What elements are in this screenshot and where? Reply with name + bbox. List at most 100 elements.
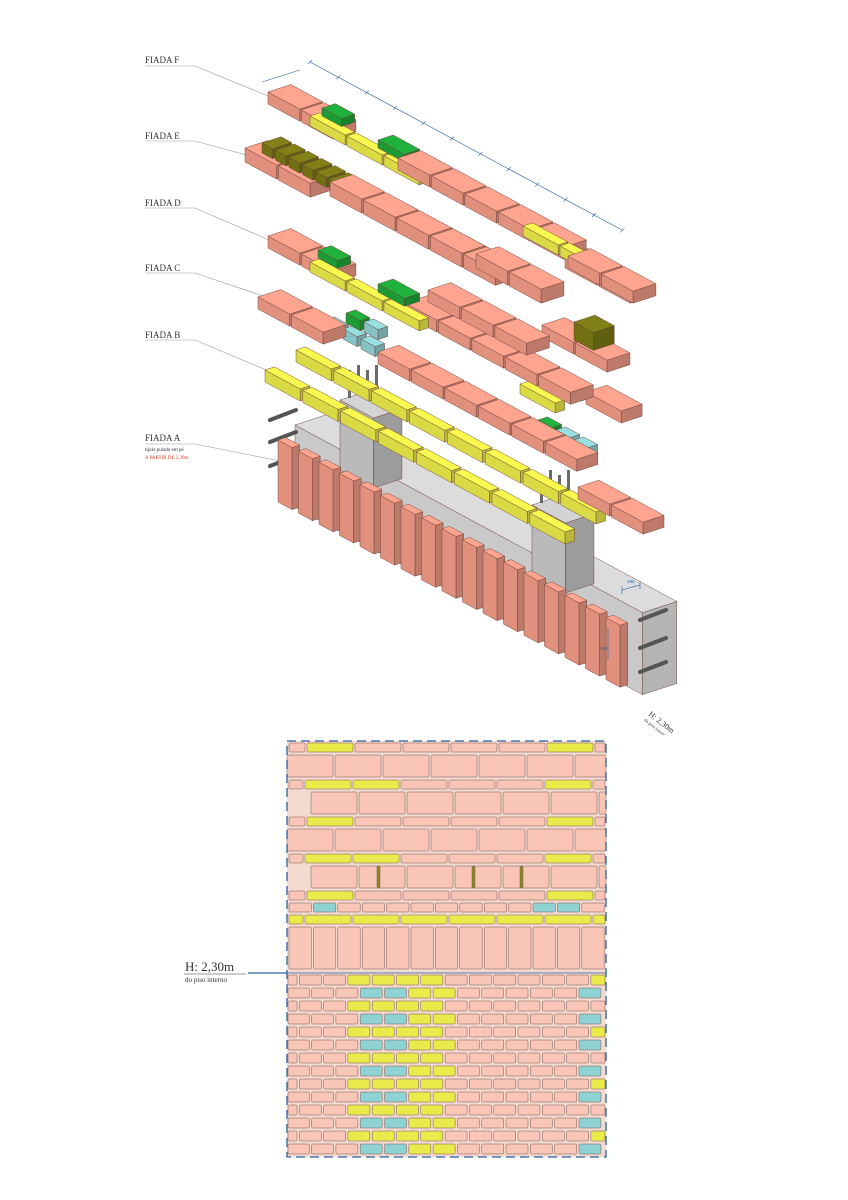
yellow-block <box>432 1065 456 1077</box>
brick-side <box>318 461 334 533</box>
wall-outline <box>286 740 607 1158</box>
cyan-block <box>384 1013 407 1025</box>
cyan-block <box>578 1117 602 1129</box>
brick <box>493 1130 516 1142</box>
brick <box>323 974 346 986</box>
brick <box>287 1065 310 1077</box>
brick-side <box>585 606 600 677</box>
brick <box>457 1039 480 1051</box>
brick <box>299 1026 322 1038</box>
brick-top <box>491 489 537 512</box>
brick <box>554 987 577 999</box>
brick <box>444 974 468 986</box>
brick <box>287 987 310 999</box>
brick-top <box>291 307 347 333</box>
cyan-block <box>359 1091 383 1103</box>
brick <box>469 1052 492 1064</box>
yellow-block <box>352 853 400 864</box>
brick-top <box>267 84 323 110</box>
brick <box>502 791 550 815</box>
brick-top <box>522 222 568 246</box>
cyan-block <box>359 1143 383 1155</box>
brick <box>574 828 607 852</box>
brick <box>592 779 606 790</box>
yellow-block <box>371 1104 395 1116</box>
brick <box>530 1091 553 1103</box>
brick <box>517 1000 541 1012</box>
yellow-block <box>383 298 429 332</box>
brick-top <box>295 346 341 370</box>
brick <box>444 1026 468 1038</box>
brick <box>291 307 347 345</box>
brick-layers <box>244 59 678 695</box>
brick <box>288 779 304 790</box>
cyan-block <box>578 1065 602 1077</box>
yellow-block <box>496 914 544 925</box>
yellow-block <box>432 1117 456 1129</box>
soldier-brick <box>564 592 587 666</box>
brick-side <box>298 450 313 521</box>
brick <box>530 1065 553 1077</box>
soldier-brick <box>380 492 403 566</box>
brick <box>505 1143 529 1155</box>
brick-top <box>461 300 517 326</box>
yellow-block <box>432 987 456 999</box>
yellow-block <box>420 974 444 986</box>
dim-height: 190 <box>600 646 608 651</box>
yellow-block <box>396 1000 419 1012</box>
soldier-brick <box>581 926 605 970</box>
brick <box>450 816 498 827</box>
brick <box>444 1078 468 1090</box>
brick-top <box>267 228 323 254</box>
brick-top <box>441 526 464 537</box>
brick <box>288 890 306 901</box>
brick <box>481 1091 504 1103</box>
olive-block <box>519 865 524 889</box>
brick-top <box>544 435 599 460</box>
brick <box>496 779 544 790</box>
cyan-block <box>532 902 556 913</box>
brick-top <box>333 367 379 390</box>
brick <box>335 1013 359 1025</box>
brick <box>483 902 507 913</box>
brick-top <box>363 192 419 218</box>
leader-lines <box>145 65 291 463</box>
brick-top <box>573 314 615 333</box>
soldier-brick <box>361 926 385 970</box>
green-block <box>321 103 355 127</box>
brick-top <box>611 498 665 523</box>
yellow-block <box>347 1104 371 1116</box>
brick <box>505 1013 529 1025</box>
brick-side <box>462 539 477 610</box>
brick <box>601 266 657 304</box>
brick <box>459 902 483 913</box>
yellow-block <box>408 1039 432 1051</box>
brick <box>530 1117 553 1129</box>
brick <box>542 1052 565 1064</box>
height-marker-caption: do piso interno <box>185 976 227 984</box>
yellow-block <box>420 1078 444 1090</box>
brick <box>498 816 546 827</box>
brick <box>444 1052 468 1064</box>
iso-height-marker: H: 2,30m do piso interno <box>643 709 677 735</box>
soldier-brick <box>503 559 526 632</box>
brick <box>323 1104 346 1116</box>
soldier-brick <box>410 926 434 970</box>
brick-top <box>478 399 532 424</box>
brick <box>542 1130 565 1142</box>
brick-top <box>380 492 403 504</box>
brick <box>493 1026 516 1038</box>
yellow-block <box>396 1078 419 1090</box>
cyan-block <box>359 1065 383 1077</box>
brick <box>566 1078 589 1090</box>
brick <box>493 1078 516 1090</box>
rebar <box>375 365 378 393</box>
brick <box>505 987 529 999</box>
brick <box>457 1065 480 1077</box>
cyan-block <box>359 1039 383 1051</box>
cyan-block <box>557 902 581 913</box>
yellow-block <box>347 974 371 986</box>
brick <box>594 816 606 827</box>
label-fiada-a-note: A PARTIR DE 2,30m <box>145 456 189 461</box>
brick-top <box>430 228 486 254</box>
